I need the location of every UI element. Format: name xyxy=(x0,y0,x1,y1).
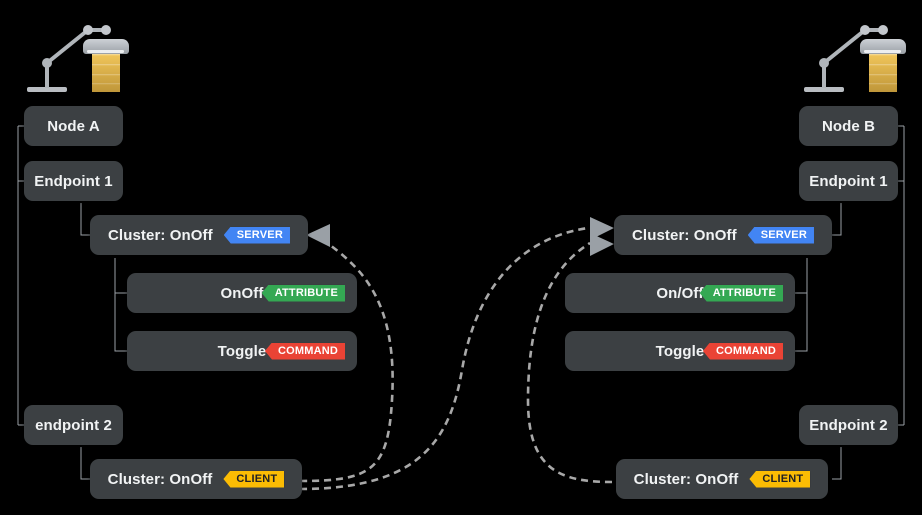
attribute-badge: ATTRIBUTE xyxy=(699,284,783,302)
node-b-label: Node B xyxy=(821,117,876,135)
node-a-label: Node A xyxy=(47,117,100,135)
node-a-box[interactable]: Node A xyxy=(24,106,123,146)
node-b-box[interactable]: Node B xyxy=(799,106,898,146)
left-endpoint-1-box[interactable]: Endpoint 1 xyxy=(24,161,123,201)
attribute-badge: ATTRIBUTE xyxy=(261,284,345,302)
client-badge: CLIENT xyxy=(223,470,285,488)
left-endpoint-2-box[interactable]: endpoint 2 xyxy=(24,405,123,445)
left-command-label: Toggle xyxy=(217,342,267,360)
arrowhead-into-right-server-upper xyxy=(590,217,614,240)
right-client-cluster-box[interactable]: Cluster: OnOff CLIENT xyxy=(616,459,828,499)
left-client-cluster-label: Cluster: OnOff xyxy=(107,470,213,488)
link-left-client-to-right-server xyxy=(299,226,589,491)
right-endpoint-2-box[interactable]: Endpoint 2 xyxy=(799,405,898,445)
desk-lamp-icon-right xyxy=(804,25,906,92)
right-endpoint-1-box[interactable]: Endpoint 1 xyxy=(799,161,898,201)
right-command-box[interactable]: Toggle COMMAND xyxy=(565,331,795,371)
command-badge: COMMAND xyxy=(702,342,783,360)
right-server-cluster-label: Cluster: OnOff xyxy=(632,226,737,244)
left-endpoint-1-label: Endpoint 1 xyxy=(34,172,113,190)
left-endpoint-2-label: endpoint 2 xyxy=(35,416,112,434)
left-attribute-label: OnOff xyxy=(220,284,264,302)
left-command-box[interactable]: Toggle COMMAND xyxy=(127,331,357,371)
left-attribute-box[interactable]: OnOff ATTRIBUTE xyxy=(127,273,357,313)
left-server-cluster-label: Cluster: OnOff xyxy=(108,226,213,244)
left-server-cluster-box[interactable]: Cluster: OnOff SERVER xyxy=(90,215,308,255)
left-client-cluster-box[interactable]: Cluster: OnOff CLIENT xyxy=(90,459,302,499)
client-badge: CLIENT xyxy=(749,470,811,488)
desk-lamp-icon-left xyxy=(27,25,129,92)
right-attribute-box[interactable]: On/Off ATTRIBUTE xyxy=(565,273,795,313)
right-endpoint-2-label: Endpoint 2 xyxy=(809,416,888,434)
right-endpoint-1-label: Endpoint 1 xyxy=(809,172,888,190)
server-badge: SERVER xyxy=(747,226,814,244)
right-command-label: Toggle xyxy=(655,342,705,360)
arrowhead-into-left-server xyxy=(306,224,330,247)
arrowhead-into-right-server-lower xyxy=(590,233,614,256)
right-attribute-label: On/Off xyxy=(656,284,704,302)
right-client-cluster-label: Cluster: OnOff xyxy=(633,470,739,488)
link-right-client-to-right-server xyxy=(526,241,613,484)
command-badge: COMMAND xyxy=(264,342,345,360)
link-left-client-to-left-server xyxy=(299,243,394,483)
right-server-cluster-box[interactable]: Cluster: OnOff SERVER xyxy=(614,215,832,255)
server-badge: SERVER xyxy=(223,226,290,244)
